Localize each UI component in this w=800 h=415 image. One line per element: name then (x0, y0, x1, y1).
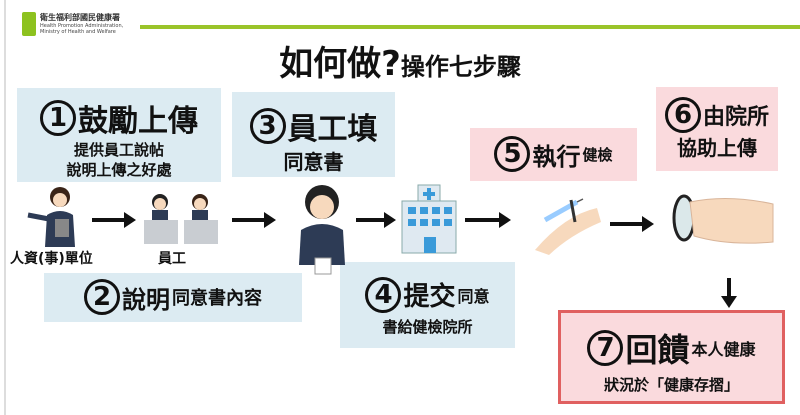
staff-label: 員工 (158, 251, 186, 267)
staff-icon (144, 194, 218, 244)
employee-signing-icon (299, 185, 345, 275)
hr-label: 人資(事)單位 (10, 251, 93, 267)
arrow-6-head-icon (721, 296, 737, 308)
hr-person-icon (27, 187, 75, 247)
arrow-1 (92, 212, 136, 228)
logo-name-zh: 衛生福利部國民健康署 (40, 13, 120, 22)
hospital-icon (401, 184, 457, 254)
left-border (4, 0, 6, 415)
blood-draw-icon (535, 198, 601, 255)
logo-mark-icon (22, 12, 36, 36)
header-accent-bar (140, 25, 800, 29)
card-hand-icon (672, 194, 774, 244)
arrow-3 (356, 212, 396, 228)
logo-name-en1: Health Promotion Administration, (40, 23, 124, 29)
logo-name-en2: Ministry of Health and Welfare (40, 29, 116, 35)
page-title: 如何做?操作七步驟 (279, 44, 521, 84)
arrow-6-shaft (727, 278, 731, 298)
arrow-5 (610, 216, 654, 232)
arrow-2 (232, 212, 276, 228)
arrow-4 (465, 212, 511, 228)
hpa-logo: 衛生福利部國民健康署 Health Promotion Administrati… (22, 12, 123, 36)
